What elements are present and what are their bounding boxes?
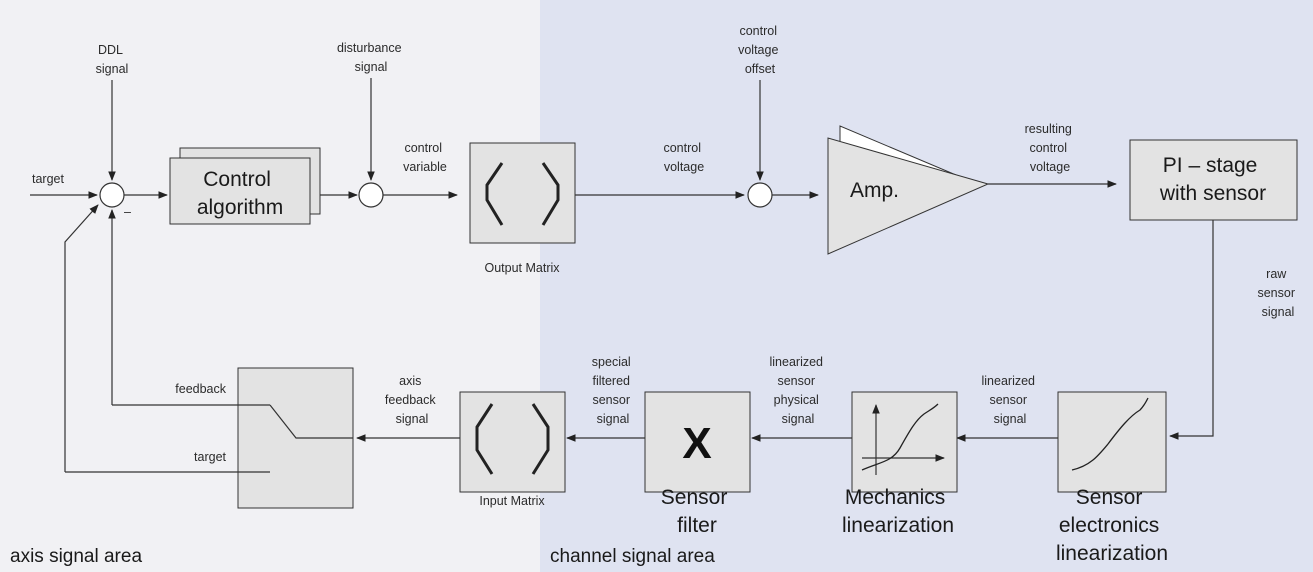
axis-feedback-signal-label: axis feedback signal bbox=[385, 374, 439, 426]
target-input-label: target bbox=[32, 172, 64, 186]
linearized-sensor-signal-label: linearized sensor signal bbox=[982, 374, 1039, 426]
mechanics-linearization-block bbox=[851, 391, 958, 493]
stage-to-sensor-electronics-line bbox=[1169, 220, 1214, 440]
amp-block bbox=[827, 137, 990, 255]
sensor-electronics-curve bbox=[1071, 397, 1149, 471]
sensor-filter-x-symbol: X bbox=[682, 419, 711, 468]
input-matrix-label: Input Matrix bbox=[479, 494, 545, 508]
summing-junction-2 bbox=[358, 182, 384, 208]
control-algorithm-block bbox=[169, 157, 311, 225]
output-matrix-left-bracket bbox=[485, 162, 504, 226]
special-filtered-sensor-signal-label: special filtered sensor signal bbox=[592, 355, 634, 426]
summing-junction-3 bbox=[747, 182, 773, 208]
control-voltage-label: control voltage bbox=[663, 141, 704, 174]
minus-sign: – bbox=[124, 205, 131, 219]
sensor-electronics-linearization-label: Sensor electronics linearization bbox=[1056, 486, 1168, 565]
switch-feedback-label: feedback bbox=[175, 382, 226, 396]
axis-signal-area-label: axis signal area bbox=[10, 546, 142, 567]
resulting-control-voltage-label: resulting control voltage bbox=[1025, 122, 1076, 174]
ddl-signal-label: DDL signal bbox=[96, 43, 129, 76]
mechanics-curve bbox=[861, 403, 939, 471]
amp-label: Amp. bbox=[850, 179, 899, 202]
output-matrix-label: Output Matrix bbox=[484, 261, 560, 275]
output-matrix-right-bracket bbox=[541, 162, 560, 226]
sensor-filter-label: Sensor filter bbox=[661, 486, 733, 537]
pi-stage-label: PI – stage with sensor bbox=[1159, 154, 1266, 205]
input-matrix-left-bracket bbox=[475, 403, 494, 475]
sensor-electronics-linearization-block bbox=[1057, 391, 1167, 493]
target-return-line bbox=[64, 204, 99, 472]
channel-signal-area-label: channel signal area bbox=[550, 546, 715, 567]
switch-lever bbox=[269, 404, 353, 439]
linearized-sensor-physical-signal-label: linearized sensor physical signal bbox=[770, 355, 827, 426]
raw-sensor-signal-label: raw sensor signal bbox=[1257, 267, 1298, 319]
disturbance-signal-label: disturbance signal bbox=[337, 41, 405, 74]
switch-target-label: target bbox=[194, 450, 226, 464]
sensor-filter-block bbox=[644, 391, 751, 493]
input-matrix-right-bracket bbox=[531, 403, 550, 475]
control-voltage-offset-label: control voltage offset bbox=[738, 24, 782, 76]
summing-junction-1 bbox=[99, 182, 125, 208]
mechanics-linearization-label: Mechanics linearization bbox=[842, 486, 954, 537]
pi-stage-block bbox=[1129, 139, 1298, 221]
control-variable-label: control variable bbox=[403, 141, 447, 174]
control-algorithm-label: Control algorithm bbox=[197, 168, 283, 219]
